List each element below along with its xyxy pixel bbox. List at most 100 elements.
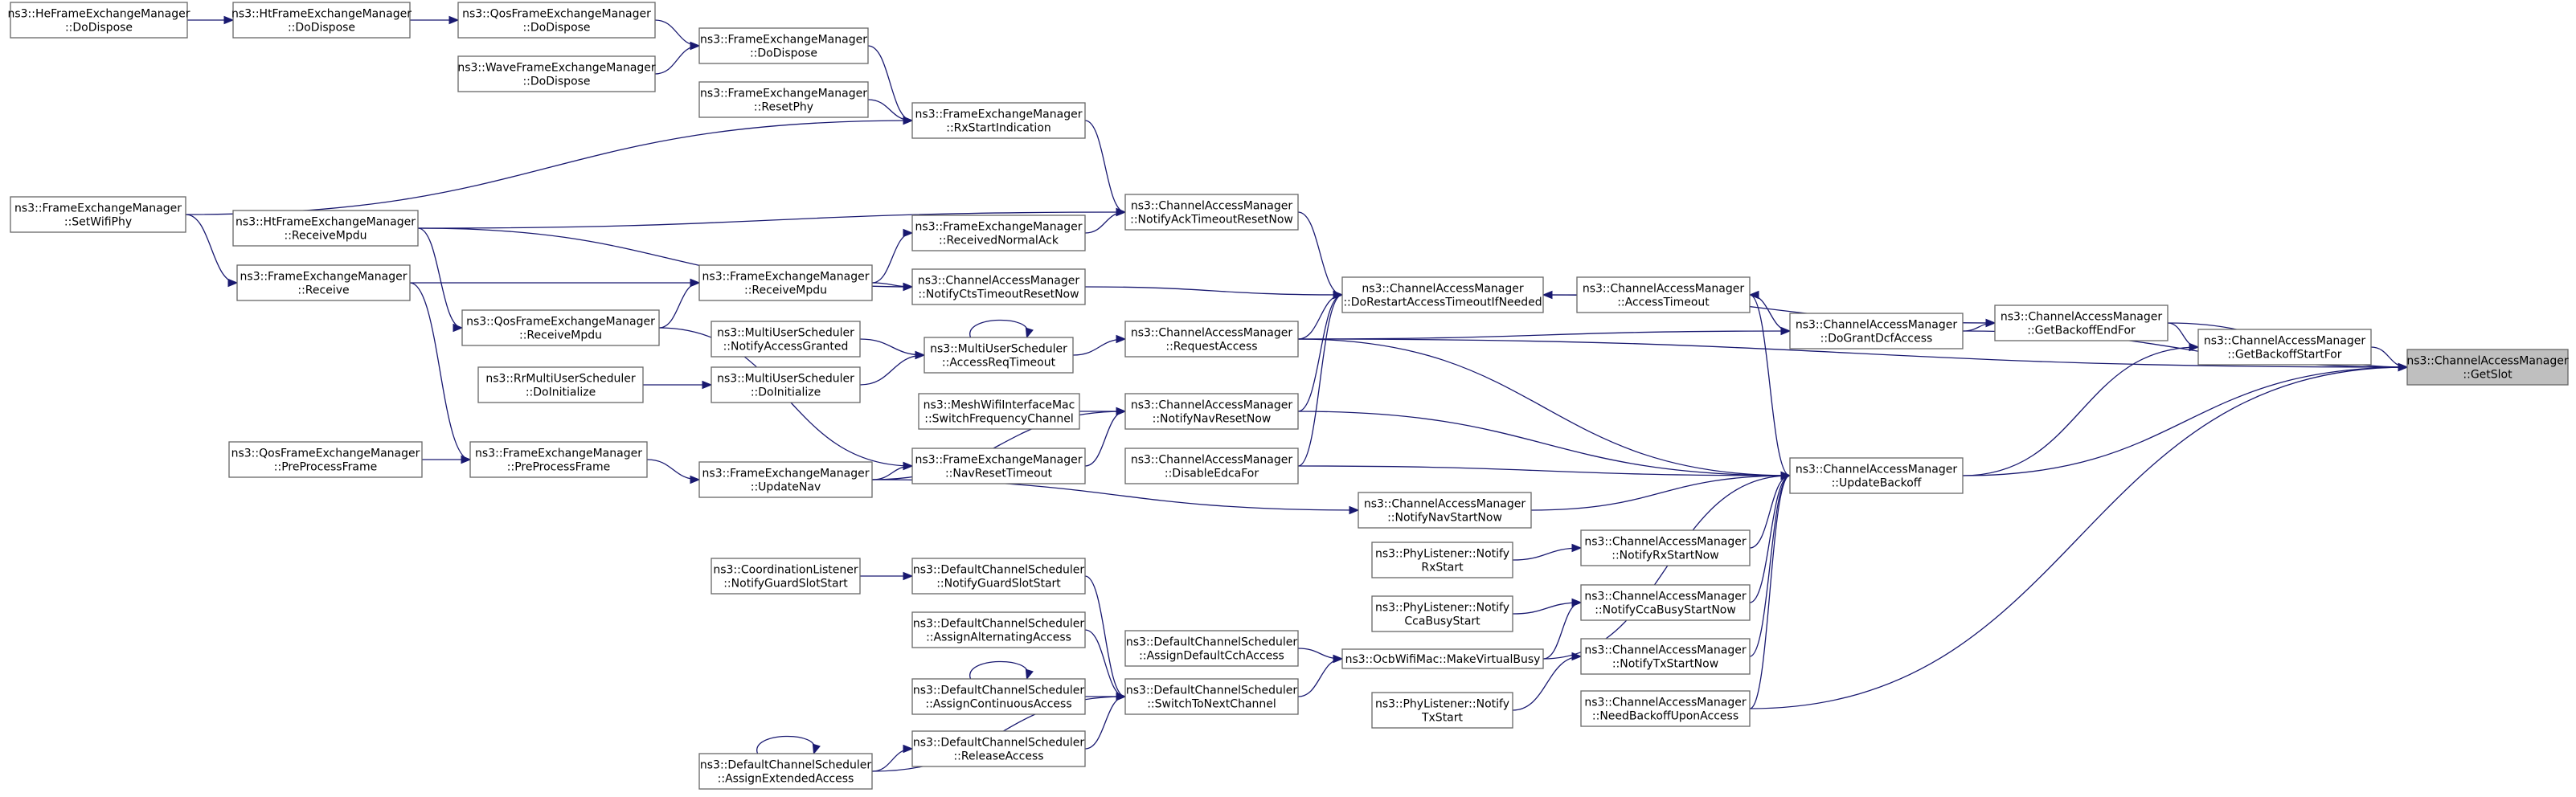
edge-line (1084, 629, 1126, 697)
edge-cam_updatebackoff-to-cam_getbackoffstart (1962, 342, 2200, 476)
node-cam_navstart[interactable]: ns3::ChannelAccessManager::NotifyNavStar… (1358, 492, 1532, 529)
node-label: ns3::ChannelAccessManager (1796, 319, 1958, 332)
node-mus_notifygranted[interactable]: ns3::MultiUserScheduler::NotifyAccessGra… (711, 321, 861, 358)
node-he_dodispose[interactable]: ns3::HeFrameExchangeManager::DoDispose (7, 2, 190, 39)
node-cam_txstart[interactable]: ns3::ChannelAccessManager::NotifyTxStart… (1580, 638, 1751, 675)
node-box (698, 264, 873, 301)
node-label: ::NotifyCtsTimeoutResetNow (918, 288, 1079, 301)
edge-arrowhead (2398, 362, 2409, 372)
node-label: ::UpdateBackoff (1832, 477, 1922, 490)
node-mus_doinit[interactable]: ns3::MultiUserScheduler::DoInitialize (711, 366, 861, 403)
node-fem_setwifiphy[interactable]: ns3::FrameExchangeManager::SetWifiPhy (10, 196, 186, 233)
node-cam_ccabusy[interactable]: ns3::ChannelAccessManager::NotifyCcaBusy… (1580, 584, 1751, 621)
node-cam_ackreset[interactable]: ns3::ChannelAccessManager::NotifyAckTime… (1124, 194, 1299, 231)
edge-line (1297, 330, 1791, 340)
edge-line (867, 45, 913, 121)
node-qos_dodispose[interactable]: ns3::QosFrameExchangeManager::DoDispose (457, 2, 656, 39)
node-cam_needbackoff[interactable]: ns3::ChannelAccessManager::NeedBackoffUp… (1580, 690, 1751, 727)
edge-mus_doinit-to-mus_accessreq (859, 350, 926, 386)
node-dcs_alternating[interactable]: ns3::DefaultChannelScheduler::AssignAlte… (911, 611, 1086, 648)
node-dcs_continuous[interactable]: ns3::DefaultChannelScheduler::AssignCont… (911, 678, 1086, 715)
node-label: TxStart (1421, 712, 1464, 725)
node-label: ::DoInitialize (751, 386, 821, 399)
node-dcs_release[interactable]: ns3::DefaultChannelScheduler::ReleaseAcc… (911, 730, 1086, 767)
node-cam_rxstart[interactable]: ns3::ChannelAccessManager::NotifyRxStart… (1580, 529, 1751, 566)
node-cam_navreset[interactable]: ns3::ChannelAccessManager::NotifyNavRese… (1124, 393, 1299, 430)
node-label: ns3::FrameExchangeManager (702, 271, 870, 284)
node-label: ::ReleaseAccess (953, 750, 1043, 763)
node-box (10, 2, 188, 39)
node-qos_receivempdu[interactable]: ns3::QosFrameExchangeManager::ReceiveMpd… (461, 309, 660, 346)
node-cam_getbackoffend[interactable]: ns3::ChannelAccessManager::GetBackoffEnd… (1994, 304, 2169, 341)
node-label: ::ResetPhy (754, 101, 813, 114)
edge-cam_disableedca-to-cam_dorestart (1297, 290, 1344, 467)
node-fem_dodispose[interactable]: ns3::FrameExchangeManager::DoDispose (698, 27, 869, 64)
node-box (1580, 690, 1751, 727)
node-fem_navreset[interactable]: ns3::FrameExchangeManager::NavResetTimeo… (911, 448, 1086, 484)
node-box (228, 441, 423, 478)
node-label: ::NotifyAckTimeoutResetNow (1130, 214, 1293, 227)
node-cam_disableedca[interactable]: ns3::ChannelAccessManager::DisableEdcaFo… (1124, 448, 1299, 484)
edge-line (1749, 294, 1791, 476)
node-box (477, 366, 644, 403)
node-box (911, 268, 1086, 305)
node-qos_preprocess[interactable]: ns3::QosFrameExchangeManager::PreProcess… (228, 441, 423, 478)
node-cam_getbackoffstart[interactable]: ns3::ChannelAccessManager::GetBackoffSta… (2197, 329, 2372, 366)
edge-cam_requestaccess-to-cam_dogrant (1297, 326, 1792, 340)
node-box (1124, 194, 1299, 231)
node-cam_accesstimeout[interactable]: ns3::ChannelAccessManager::AccessTimeout (1576, 276, 1751, 313)
node-fem_rxnormalack[interactable]: ns3::FrameExchangeManager::ReceivedNorma… (911, 215, 1086, 251)
edge-arrowhead (903, 461, 914, 471)
node-box (1124, 448, 1299, 484)
node-cam_dorestart[interactable]: ns3::ChannelAccessManager::DoRestartAcce… (1341, 276, 1544, 313)
edge-fem_rxstart-to-cam_ackreset (1084, 120, 1127, 217)
node-cam_dogrant[interactable]: ns3::ChannelAccessManager::DoGrantDcfAcc… (1789, 313, 1964, 349)
node-cam_updatebackoff[interactable]: ns3::ChannelAccessManager::UpdateBackoff (1789, 457, 1964, 494)
node-ht_receivempdu[interactable]: ns3::HtFrameExchangeManager::ReceiveMpdu (232, 210, 419, 247)
node-label: ns3::ChannelAccessManager (1362, 283, 1524, 296)
node-ocb_makebusy[interactable]: ns3::OcbWifiMac::MakeVirtualBusy (1341, 648, 1544, 669)
node-box (911, 611, 1086, 648)
node-dcs_assigndefault[interactable]: ns3::DefaultChannelScheduler::AssignDefa… (1124, 630, 1299, 667)
node-fem_preprocess[interactable]: ns3::FrameExchangeManager::PreProcessFra… (469, 441, 648, 478)
node-phy_rxstart[interactable]: ns3::PhyListener::NotifyRxStart (1371, 542, 1513, 578)
edge-cam_ccabusy-to-cam_updatebackoff (1749, 471, 1792, 603)
edge-cam_accesstimeout-to-cam_updatebackoff (1749, 294, 1792, 480)
node-box (1580, 584, 1751, 621)
node-phy_txstart[interactable]: ns3::PhyListener::NotifyTxStart (1371, 692, 1513, 729)
node-cam_requestaccess[interactable]: ns3::ChannelAccessManager::RequestAccess (1124, 321, 1299, 358)
edge-line (871, 748, 913, 772)
node-label: ns3::ChannelAccessManager (2001, 311, 2163, 324)
node-cam_getslot[interactable]: ns3::ChannelAccessManager::GetSlot (2406, 349, 2569, 386)
node-fem_receivempdu[interactable]: ns3::FrameExchangeManager::ReceiveMpdu (698, 264, 873, 301)
node-label: ::ReceiveMpdu (519, 329, 602, 342)
edge-arrowhead (903, 282, 914, 292)
node-fem_receive[interactable]: ns3::FrameExchangeManager::Receive (236, 264, 411, 301)
node-dcs_guard[interactable]: ns3::DefaultChannelScheduler::NotifyGuar… (911, 558, 1086, 595)
node-mesh_switch[interactable]: ns3::MeshWifiInterfaceMac::SwitchFrequen… (918, 393, 1080, 430)
node-box (1371, 595, 1513, 632)
node-phy_ccabusy[interactable]: ns3::PhyListener::NotifyCcaBusyStart (1371, 595, 1513, 632)
node-fem_resetphy[interactable]: ns3::FrameExchangeManager::ResetPhy (698, 81, 869, 118)
node-label: ns3::ChannelAccessManager (2406, 355, 2569, 368)
edge-arrowhead (1116, 692, 1127, 701)
node-label: ns3::ChannelAccessManager (1584, 644, 1747, 657)
node-wave_dodispose[interactable]: ns3::WaveFrameExchangeManager::DoDispose (457, 55, 656, 92)
edge-cam_navreset-to-cam_updatebackoff (1297, 411, 1792, 480)
node-fem_updatenav[interactable]: ns3::FrameExchangeManager::UpdateNav (698, 461, 873, 498)
edge-line (1297, 465, 1791, 476)
edge-line (1512, 602, 1582, 615)
node-cam_ctsreset[interactable]: ns3::ChannelAccessManager::NotifyCtsTime… (911, 268, 1086, 305)
edge-arrowhead (1780, 326, 1792, 336)
node-dcs_extended[interactable]: ns3::DefaultChannelScheduler::AssignExte… (698, 753, 873, 790)
node-coord_guard[interactable]: ns3::CoordinationListener::NotifyGuardSl… (711, 558, 861, 595)
node-label: ns3::PhyListener::Notify (1375, 548, 1509, 561)
node-fem_rxstart[interactable]: ns3::FrameExchangeManager::RxStartIndica… (911, 102, 1086, 139)
node-rr_doinit[interactable]: ns3::RrMultiUserScheduler::DoInitialize (477, 366, 644, 403)
node-ht_dodispose[interactable]: ns3::HtFrameExchangeManager::DoDispose (231, 2, 412, 39)
edge-cam_ackreset-to-cam_dorestart (1297, 211, 1344, 300)
node-dcs_switchnext[interactable]: ns3::DefaultChannelScheduler::SwitchToNe… (1124, 678, 1299, 715)
node-label: ns3::ChannelAccessManager (1364, 498, 1526, 511)
edge-line (1297, 338, 1791, 476)
node-mus_accessreq[interactable]: ns3::MultiUserScheduler::AccessReqTimeou… (924, 337, 1074, 374)
